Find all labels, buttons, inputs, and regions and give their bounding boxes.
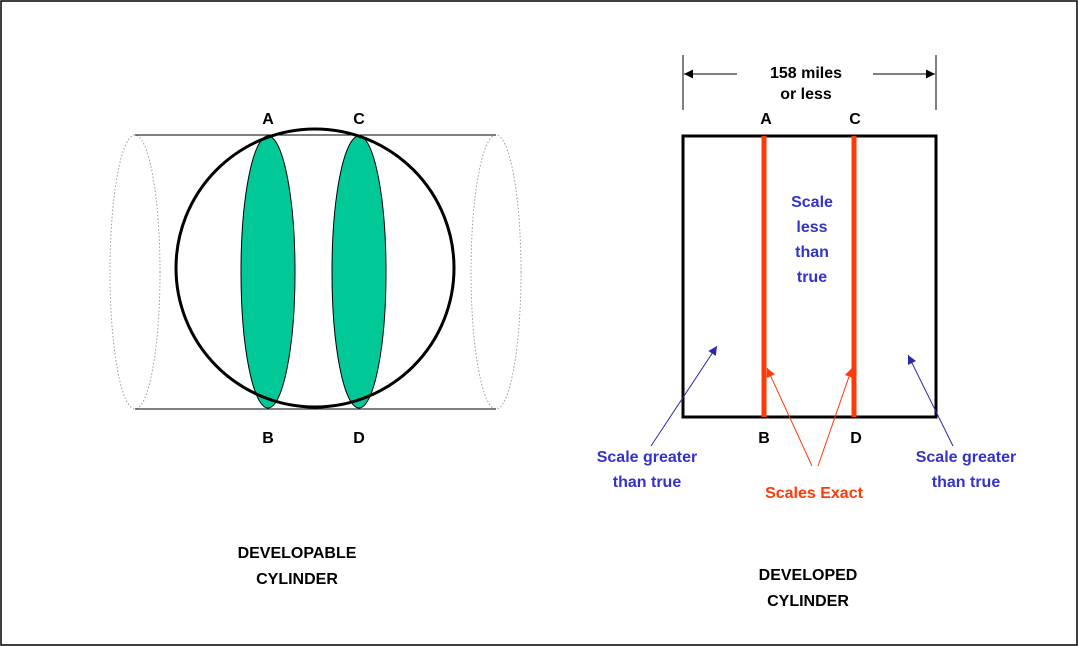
cylinder-left-end bbox=[109, 134, 161, 410]
point-a-label: A bbox=[262, 111, 274, 128]
left-scale-arrow bbox=[650, 345, 718, 447]
point-d-label: D bbox=[850, 430, 862, 447]
center-label-line-4: true bbox=[797, 269, 827, 286]
left-scale-label-line-1: Scale greater bbox=[597, 449, 698, 466]
point-b-label: B bbox=[758, 430, 770, 447]
lens-ab bbox=[240, 135, 296, 409]
point-d-label: D bbox=[353, 430, 365, 447]
globe-circle bbox=[174, 127, 456, 409]
lens-cd bbox=[331, 135, 387, 409]
caption-line-2: CYLINDER bbox=[767, 593, 849, 610]
scales-exact-label: Scales Exact bbox=[765, 485, 864, 502]
left-scale-label-line-2: than true bbox=[613, 474, 682, 491]
caption-line-2: CYLINDER bbox=[256, 571, 338, 588]
caption-line-1: DEVELOPED bbox=[759, 567, 858, 584]
point-c-label: C bbox=[353, 111, 365, 128]
width-label-line-2: or less bbox=[780, 86, 832, 103]
developed-cylinder-figure: 158 miles or less A C B D Scale less tha… bbox=[597, 55, 1017, 610]
point-b-label: B bbox=[262, 430, 274, 447]
developable-cylinder-figure: A C B D DEVELOPABLE CYLINDER bbox=[109, 111, 522, 588]
point-c-label: C bbox=[849, 111, 861, 128]
center-label-line-1: Scale bbox=[791, 194, 833, 211]
width-label-line-1: 158 miles bbox=[770, 65, 842, 82]
right-scale-label-line-2: than true bbox=[932, 474, 1001, 491]
exact-arrow-cd bbox=[817, 367, 854, 467]
point-a-label: A bbox=[760, 111, 772, 128]
exact-arrow-ab bbox=[766, 367, 813, 467]
developed-rectangle bbox=[681, 134, 938, 419]
caption-line-1: DEVELOPABLE bbox=[238, 545, 357, 562]
center-label-line-2: less bbox=[796, 219, 827, 236]
center-label-line-3: than bbox=[795, 244, 829, 261]
right-scale-label-line-1: Scale greater bbox=[916, 449, 1017, 466]
right-scale-arrow bbox=[907, 354, 954, 447]
cylinder-right-end bbox=[470, 134, 522, 410]
